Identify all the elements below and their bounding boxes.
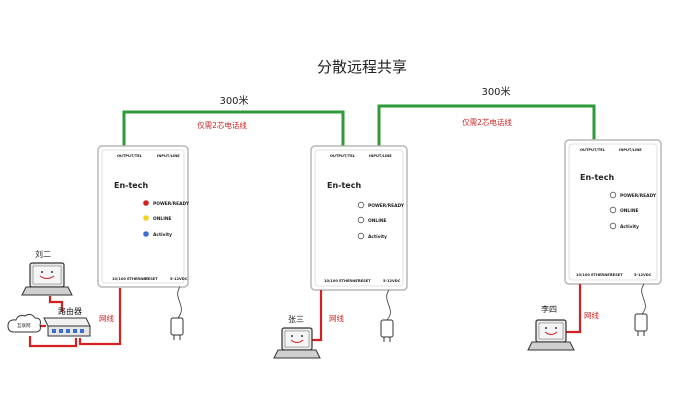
diagram-title: 分散远程共享 (317, 58, 407, 76)
led-label-activity: Activity (368, 234, 387, 240)
laptop-icon (21, 262, 73, 296)
port-reset: RESET (610, 273, 623, 277)
led-power-indicator (357, 201, 365, 209)
led-label-power: POWER/READY (620, 193, 657, 199)
port-output-tel: OUTPUT/TEL (117, 154, 143, 158)
person-label-liu-er: 刘二 (35, 249, 51, 259)
port-output-tel: OUTPUT/TEL (330, 154, 356, 158)
cable-label-1: 网线 (99, 313, 114, 323)
port-ethernet: 10/100 ETHERNET (112, 277, 149, 281)
port-reset: RESET (145, 277, 158, 281)
powerline-device-3: OUTPUT/TEL INPUT/LINE En-tech POWER/READ… (564, 139, 662, 285)
laptop-icon (273, 327, 321, 359)
device-brand: En-tech (114, 181, 148, 190)
port-output-tel: OUTPUT/TEL (580, 148, 606, 152)
device-brand: En-tech (327, 181, 361, 190)
led-label-online: ONLINE (620, 208, 639, 214)
port-ethernet: 10/100 ETHERNET (324, 279, 361, 283)
led-label-power: POWER/READY (153, 201, 190, 207)
network-cable-router-cloud-loop (28, 336, 78, 348)
port-ethernet: 10/100 ETHERNET (576, 273, 613, 277)
led-power-indicator (609, 191, 617, 199)
port-input-line: INPUT/LINE (157, 154, 180, 158)
led-label-activity: Activity (153, 232, 172, 238)
cloud-label: 互联网 (17, 322, 31, 329)
led-activity-indicator (609, 222, 617, 230)
distance-label-1: 300米 (219, 94, 248, 107)
port-power: 5-12VDC (634, 273, 652, 277)
led-online-indicator (143, 215, 149, 221)
port-reset: RESET (358, 279, 371, 283)
phone-line-2 (377, 104, 596, 146)
power-adapter-icon (634, 283, 648, 336)
cable-note-1: 仅需2芯电话线 (197, 120, 247, 130)
led-online-indicator (609, 206, 617, 214)
port-power: 5-12VDC (170, 277, 188, 281)
powerline-device-2: OUTPUT/TEL INPUT/LINE En-tech POWER/READ… (310, 145, 408, 291)
cable-label-3: 网线 (584, 310, 599, 320)
led-label-power: POWER/READY (368, 203, 405, 209)
power-adapter-icon (170, 286, 184, 340)
laptop-icon (527, 319, 575, 351)
distance-label-2: 300米 (481, 85, 510, 98)
led-activity-indicator (357, 232, 365, 240)
power-adapter-icon (380, 289, 394, 342)
device-brand: En-tech (580, 173, 614, 182)
router-label: 路由器 (58, 306, 82, 316)
network-cable-laptop-router (48, 296, 64, 312)
led-label-activity: Activity (620, 224, 639, 230)
powerline-device-1: OUTPUT/TEL INPUT/LINE En-tech POWER/READ… (97, 145, 190, 288)
cable-label-2: 网线 (329, 313, 344, 323)
cable-note-2: 仅需2芯电话线 (462, 117, 512, 127)
cloud-icon (7, 313, 41, 333)
network-cable-device2-laptop (312, 290, 323, 342)
network-cable-device3-laptop (566, 284, 582, 334)
led-activity-indicator (143, 231, 149, 237)
port-power: 5-12VDC (383, 279, 401, 283)
phone-line-1 (122, 110, 345, 146)
router-icon (43, 317, 91, 337)
led-label-online: ONLINE (368, 218, 387, 224)
person-label-zhang-san: 张三 (288, 315, 304, 324)
led-power-indicator (143, 200, 149, 206)
network-cable-router-device1 (78, 288, 122, 346)
port-input-line: INPUT/LINE (619, 148, 642, 152)
led-online-indicator (357, 216, 365, 224)
port-input-line: INPUT/LINE (369, 154, 392, 158)
person-label-li-si: 李四 (541, 304, 557, 314)
led-label-online: ONLINE (153, 216, 172, 222)
